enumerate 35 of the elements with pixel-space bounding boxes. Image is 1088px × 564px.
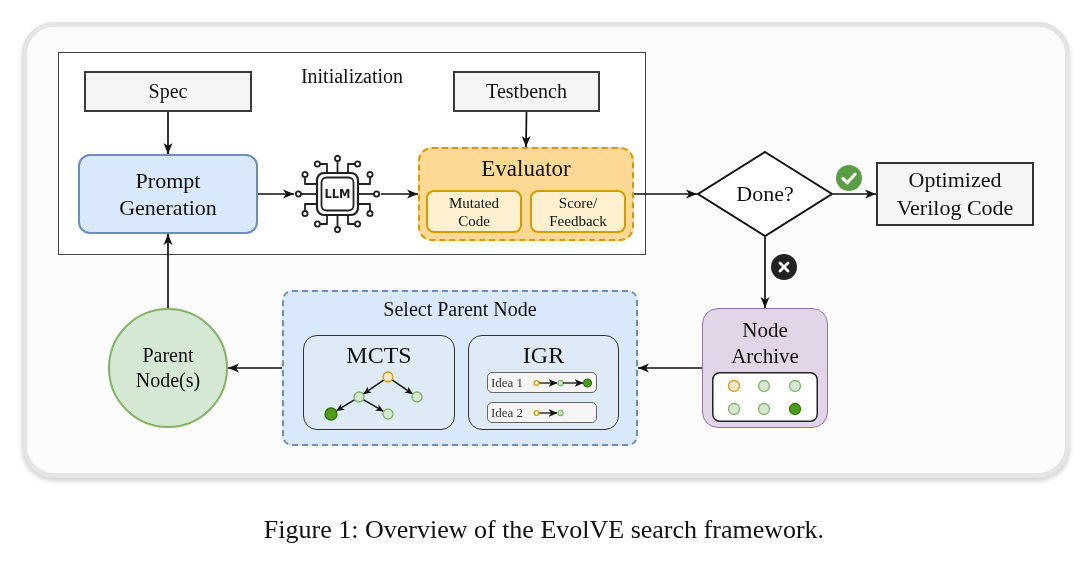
output-box: Optimized Verilog Code (876, 162, 1034, 226)
idea-row (487, 402, 597, 423)
row-label: Idea 2 (491, 404, 524, 421)
result-box: Score/ Feedback (530, 190, 626, 233)
box-title: Evaluator (481, 156, 571, 182)
arrow (521, 111, 531, 148)
dashed-group-box (418, 147, 634, 241)
idea-row (487, 372, 597, 393)
process-box: Prompt Generation (78, 154, 258, 234)
arrow (380, 189, 419, 199)
box-title: MCTS (346, 341, 412, 369)
arrow (163, 111, 173, 155)
box-title: Select Parent Node (383, 297, 537, 321)
arrow (257, 189, 295, 199)
box-title: Node Archive (730, 317, 800, 369)
box-title: Initialization (300, 65, 404, 88)
archive-box (702, 308, 828, 428)
arrow (163, 233, 173, 309)
container-box (58, 52, 646, 255)
arrow (637, 363, 703, 373)
input-box: Testbench (453, 71, 600, 112)
arrow (633, 189, 698, 199)
processor-chip: LLM (294, 155, 381, 233)
box-title: IGR (522, 341, 565, 369)
dashed-group-box (282, 290, 638, 446)
method-box (468, 335, 619, 430)
arrow (760, 236, 770, 309)
arrow (227, 363, 283, 373)
arrow (832, 189, 877, 199)
input-box: Spec (84, 71, 252, 112)
result-box: Mutated Code (426, 190, 522, 233)
decision-diamond: Done? (697, 151, 833, 237)
method-box (303, 335, 455, 430)
figure-caption: Figure 1: Overview of the EvolVE search framework. (263, 515, 825, 544)
row-label: Idea 1 (491, 374, 524, 391)
